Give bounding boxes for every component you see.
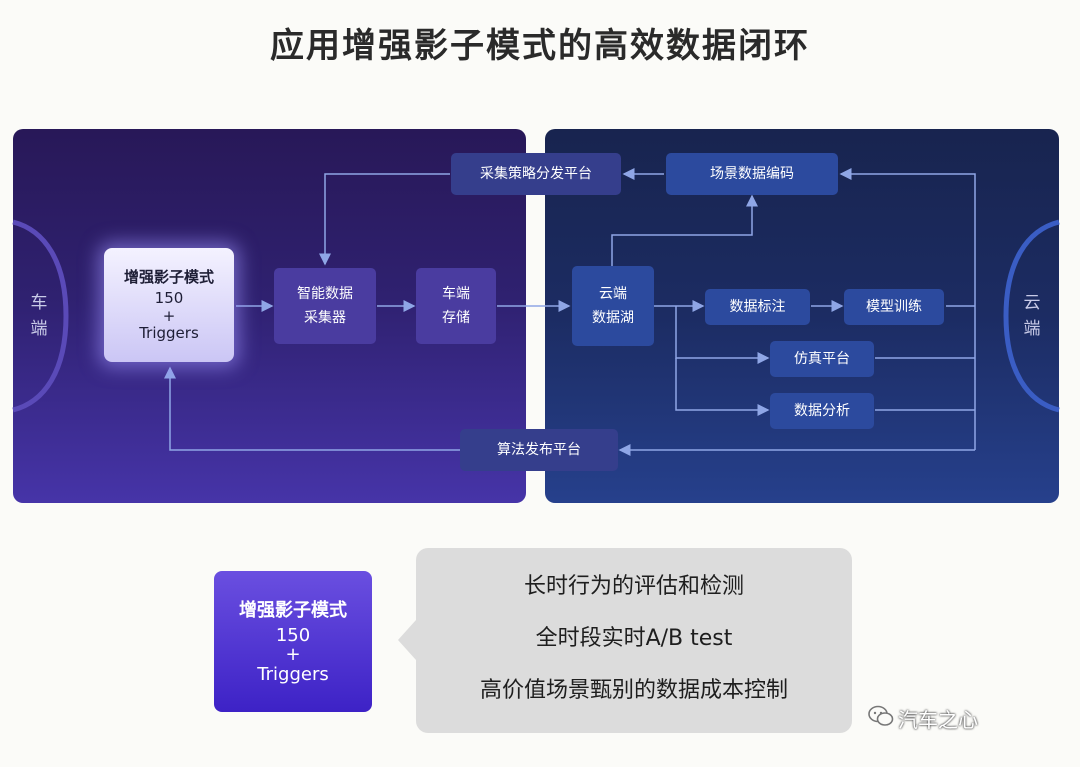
data-lake-node: 云端 数据湖: [572, 266, 654, 346]
strategy-platform-node: 采集策略分发平台: [451, 153, 621, 195]
shadow-mode-title: 增强影子模式: [123, 268, 214, 286]
data-collector-line1: 智能数据: [297, 286, 353, 302]
vehicle-storage-node: 车端 存储: [416, 268, 496, 344]
training-node: 模型训练: [844, 289, 944, 325]
shadow-mode-plus: +: [162, 307, 176, 325]
feature-item: 全时段实时A/B test: [535, 626, 733, 651]
feature-item: 高价值场景甄别的数据成本控制: [479, 678, 788, 703]
shadow-mode-count: 150: [154, 289, 184, 307]
summary-title: 增强影子模式: [239, 600, 347, 621]
summary-triggers: Triggers: [257, 664, 329, 685]
labeling-node: 数据标注: [705, 289, 810, 325]
data-lake-line2: 数据湖: [592, 310, 634, 326]
cloud-side-label: 云端: [1023, 293, 1041, 339]
simulation-node: 仿真平台: [770, 341, 874, 377]
page-title: 应用增强影子模式的高效数据闭环: [270, 26, 810, 66]
summary-plus: +: [285, 644, 301, 665]
cloud-side-curve: [1003, 219, 1060, 413]
features-bubble: [416, 548, 852, 733]
vehicle-storage-line2: 存储: [442, 310, 470, 326]
algorithm-release-node: 算法发布平台: [460, 429, 618, 471]
feature-item: 长时行为的评估和检测: [523, 574, 744, 599]
data-collector-node: 智能数据 采集器: [274, 268, 376, 344]
vehicle-side-label: 车端: [30, 293, 48, 339]
data-collector-line2: 采集器: [304, 310, 346, 326]
vehicle-storage-line1: 车端: [442, 286, 470, 302]
summary-shadow-mode-box: 增强影子模式 150 + Triggers: [214, 571, 372, 712]
wechat-icon: [868, 705, 894, 726]
data-lake-line1: 云端: [599, 286, 627, 302]
scene-encoding-node: 场景数据编码: [666, 153, 838, 195]
shadow-mode-node: 增强影子模式 150 + Triggers: [104, 248, 234, 362]
analysis-node: 数据分析: [770, 393, 874, 429]
vehicle-side-curve: [12, 219, 69, 413]
watermark-text: 汽车之心: [898, 708, 978, 732]
summary-count: 150: [275, 625, 311, 646]
shadow-mode-triggers: Triggers: [139, 324, 199, 342]
